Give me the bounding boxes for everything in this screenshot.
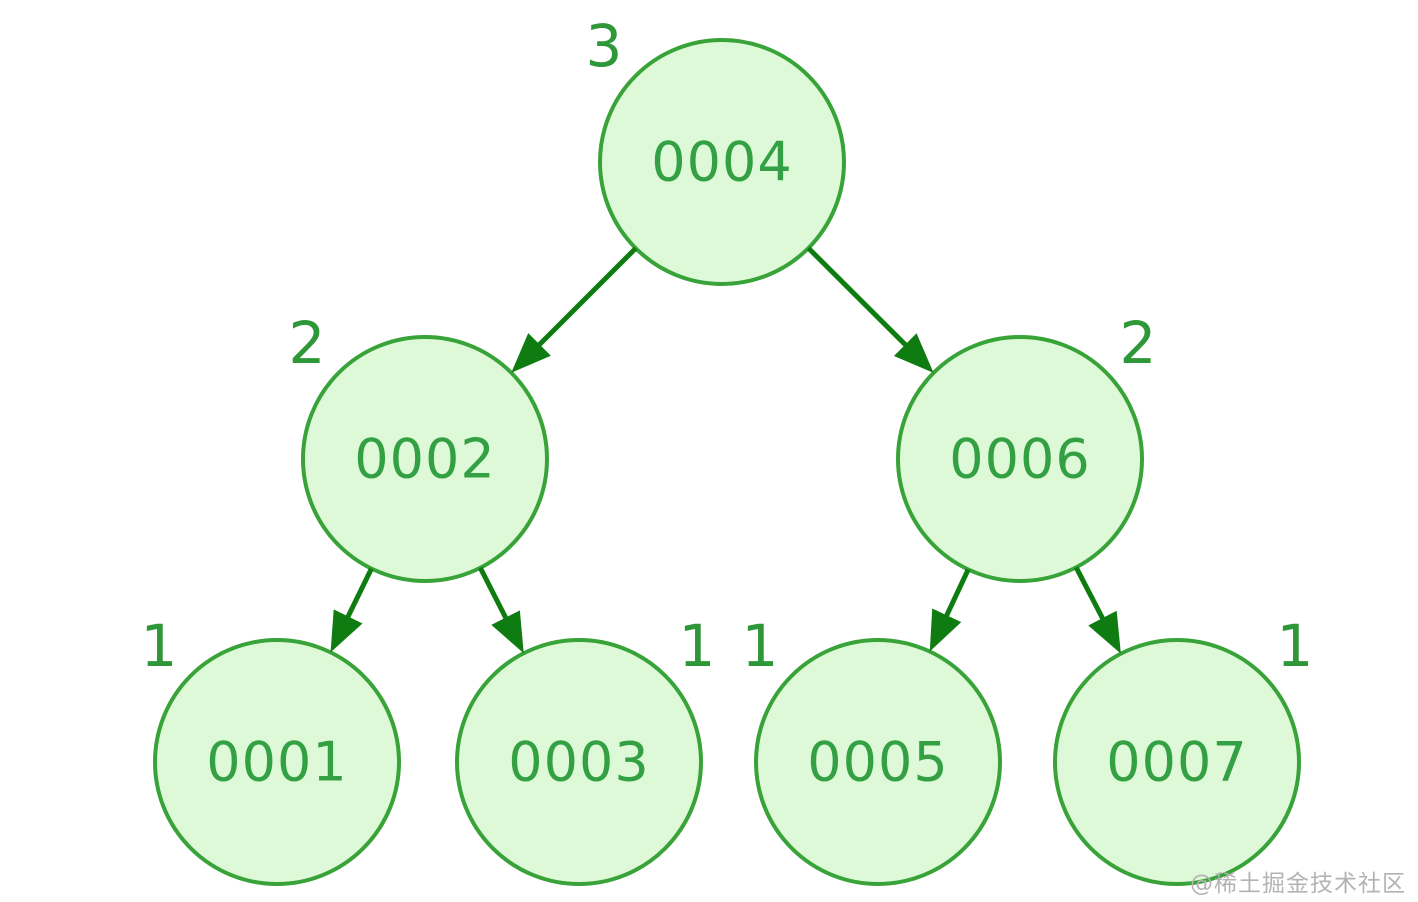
- node-circle: [153, 638, 401, 886]
- node-value-label: 0004: [651, 131, 792, 194]
- node-value-label: 0005: [807, 731, 948, 794]
- node-circle: [598, 38, 846, 286]
- tree-node-0006: 0006 2: [896, 309, 1157, 583]
- node-value-label: 0003: [508, 731, 649, 794]
- node-height-label: 1: [1277, 612, 1314, 680]
- tree-node-0003: 0003 1: [455, 612, 716, 886]
- arrowhead-0006-to-0005: [929, 608, 962, 652]
- edge-0004-to-0006: [806, 246, 911, 350]
- node-height-label: 2: [1120, 309, 1157, 377]
- tree-node-0001: 0001 1: [141, 612, 401, 886]
- tree-node-0007: 0007 1: [1053, 612, 1314, 886]
- edge-0004-to-0002: [534, 246, 638, 350]
- arrowhead-0002-to-0001: [330, 609, 363, 653]
- node-circle: [455, 638, 703, 886]
- arrowhead-0004-to-0002: [511, 333, 551, 373]
- node-height-label: 3: [586, 12, 623, 80]
- edge-0002-to-0001: [343, 567, 374, 623]
- node-value-label: 0001: [206, 731, 347, 794]
- watermark-text: @稀土掘金技术社区: [1190, 871, 1406, 897]
- node-value-label: 0007: [1106, 731, 1247, 794]
- node-height-label: 1: [141, 612, 178, 680]
- tree-node-0005: 0005 1: [742, 612, 1002, 886]
- node-height-label: 1: [742, 612, 779, 680]
- node-height-label: 1: [679, 612, 716, 680]
- arrowhead-0004-to-0006: [893, 333, 934, 373]
- node-circle: [896, 335, 1144, 583]
- edge-0006-to-0005: [942, 568, 971, 621]
- node-circle: [754, 638, 1002, 886]
- tree-node-0004: 0004 3: [586, 12, 846, 286]
- arrowhead-0002-to-0003: [491, 610, 524, 654]
- arrowhead-0006-to-0007: [1088, 610, 1121, 654]
- node-value-label: 0006: [949, 428, 1090, 491]
- node-height-label: 2: [289, 309, 326, 377]
- node-value-label: 0002: [354, 428, 495, 491]
- node-circle: [1053, 638, 1301, 886]
- node-circle: [301, 335, 549, 583]
- edge-0006-to-0007: [1073, 566, 1107, 624]
- tree-node-0002: 0002 2: [289, 309, 549, 583]
- edge-0002-to-0003: [478, 566, 511, 624]
